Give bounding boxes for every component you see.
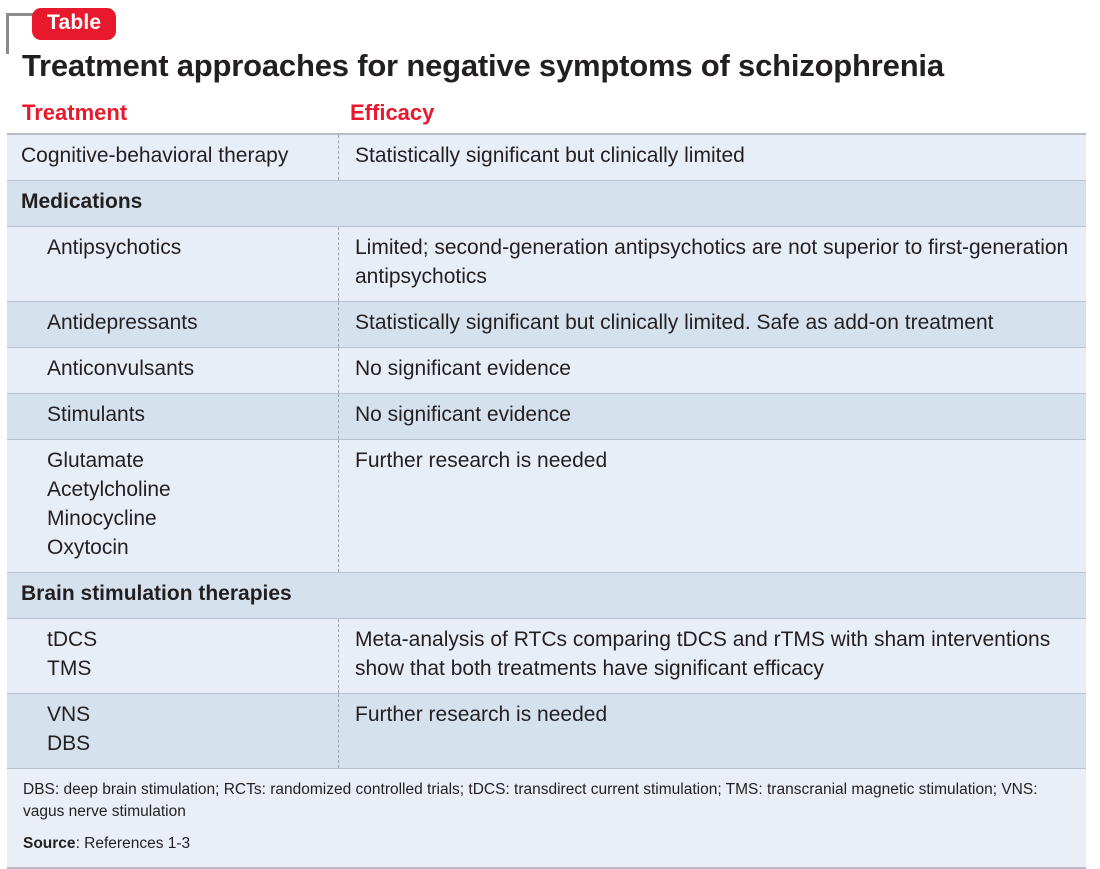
treatment-line: Acetylcholine xyxy=(47,477,171,501)
cell-efficacy: Meta-analysis of RTCs comparing tDCS and… xyxy=(338,618,1086,693)
table-row: Anticonvulsants No significant evidence xyxy=(7,347,1086,394)
cell-treatment: Brain stimulation therapies xyxy=(21,581,292,605)
source-line: Source: References 1-3 xyxy=(23,835,1070,853)
page-title: Treatment approaches for negative sympto… xyxy=(22,48,944,83)
source-label: Source xyxy=(23,835,76,853)
cell-treatment: Stimulants xyxy=(47,402,146,426)
cell-treatment: VNS DBS xyxy=(7,694,338,768)
table-row: Antidepressants Statistically significant… xyxy=(7,301,1086,348)
column-header-efficacy: Efficacy xyxy=(350,100,435,125)
cell-efficacy: No significant evidence xyxy=(338,393,1086,439)
treatment-line: Minocycline xyxy=(47,506,157,530)
cell-treatment: Cognitive-behavioral therapy xyxy=(21,144,289,167)
table-row: tDCS TMS Meta-analysis of RTCs comparing t… xyxy=(7,618,1086,694)
table-row: Stimulants No significant evidence xyxy=(7,393,1086,440)
treatment-line: Oxytocin xyxy=(47,535,129,559)
footnote-content: DBS: deep brain stimulation; RCTs: rando… xyxy=(7,769,1086,868)
treatment-line: VNS xyxy=(47,702,91,726)
table-row: Antipsychotics Limited; second-generation… xyxy=(7,226,1086,302)
column-header-treatment: Treatment xyxy=(22,100,128,125)
cell-efficacy: Statistically significant but clinically… xyxy=(338,135,1086,180)
treatment-line: tDCS xyxy=(47,627,98,651)
table-footnote: DBS: deep brain stimulation; RCTs: rando… xyxy=(7,768,1086,868)
source-value: : References 1-3 xyxy=(75,835,191,853)
treatment-line: Glutamate xyxy=(47,448,144,472)
cell-efficacy: Statistically significant but clinically… xyxy=(338,301,1086,347)
figure-type-badge: Table xyxy=(32,8,117,41)
column-headers: Treatment Efficacy xyxy=(0,100,1100,130)
treatment-line: TMS xyxy=(47,656,92,680)
cell-treatment: Medications xyxy=(21,189,143,213)
cell-efficacy: Limited; second-generation antipsychotic… xyxy=(338,226,1086,301)
table-figure: Table Treatment approaches for negative … xyxy=(0,8,1100,869)
cell-treatment: tDCS TMS xyxy=(7,619,338,693)
treatment-line: DBS xyxy=(47,731,91,755)
table-row: VNS DBS Further research is needed xyxy=(7,693,1086,769)
table-row: Cognitive-behavioral therapy Statisticall… xyxy=(7,135,1086,181)
cell-treatment: Anticonvulsants xyxy=(47,356,195,380)
cell-treatment: Antidepressants xyxy=(47,310,198,334)
cell-efficacy: Further research is needed xyxy=(338,439,1086,572)
cell-efficacy: Further research is needed xyxy=(338,693,1086,768)
table-section-header: Medications xyxy=(7,180,1086,227)
abbreviations-text: DBS: deep brain stimulation; RCTs: rando… xyxy=(23,780,1038,820)
table-section-header: Brain stimulation therapies xyxy=(7,572,1086,619)
cell-treatment: Antipsychotics xyxy=(47,235,182,259)
cell-efficacy: No significant evidence xyxy=(338,347,1086,393)
